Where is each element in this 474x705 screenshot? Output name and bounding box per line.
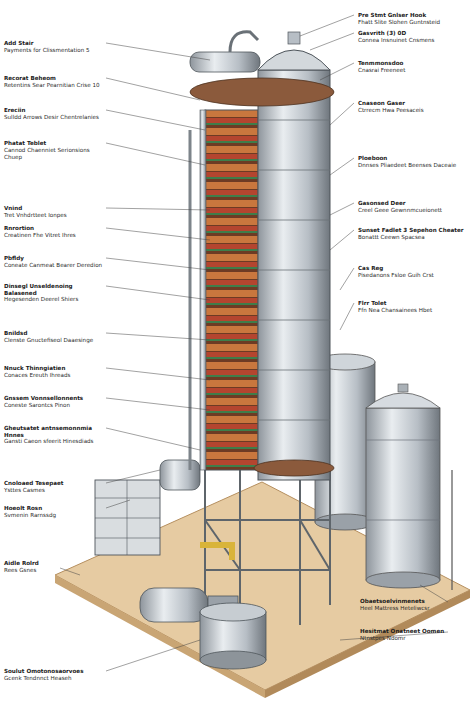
callout-label: Rnrortion <box>4 225 104 232</box>
callout-text: Hegesenden Deerel Shiers <box>4 296 104 303</box>
callout-label: Bnildsd <box>4 330 104 337</box>
callout-text: Coneste Sarontcs Pinon <box>4 402 104 409</box>
callout-text: Cnasrai Freeneet <box>358 67 468 74</box>
callout-label: Hesitmat Onatneet Oomen <box>360 628 468 635</box>
callout-label: Aidle Rolrd <box>4 560 58 567</box>
callout-text: Ntnstpes Ndomr <box>360 635 468 642</box>
callout-text: Heel Mattress Heteliwcsr <box>360 605 468 612</box>
callout-text: Bonattt Ceewn Spacsea <box>358 234 468 241</box>
callout-label: Gheutsatet antnsemonnmia Hnnes <box>4 425 104 438</box>
callout-text: Sulldd Arrows Desir Chentrelanies <box>4 114 104 121</box>
callout-label: Sunset Fadlet 3 Sepehon Cheater <box>358 227 468 234</box>
callout-label: Obaetsoelvinmenets <box>360 598 468 605</box>
callout-label: Flrr Tolet <box>358 300 468 307</box>
callout-text: Coneate Canmeat Bearer Deredion <box>4 262 104 269</box>
callout-label: Gasvrith (3) 0D <box>358 30 468 37</box>
callout-text: Fhatt Slite Slohen Guntnsteid <box>358 19 468 26</box>
callout-text: Retentins Sear Pearnitian Crise 10 <box>4 82 104 89</box>
callout-text: Ysttes Casmes <box>4 487 104 494</box>
callout-text: Pisedanons Fsloe Guih Crst <box>358 272 468 279</box>
callout-text: Ctrrecm Hwa Peesaceis <box>358 107 468 114</box>
callout-label: Gnssem Vonnsellonnents <box>4 395 104 402</box>
callout-label: Gasonsed Deer <box>358 200 468 207</box>
callout-text: Svmenin Rarnssdg <box>4 512 104 519</box>
callout-label: Pbfldy <box>4 255 104 262</box>
callout-label: Dinsegl Unseldenoing Balasened <box>4 283 104 296</box>
callout-label: Cnoloaed Tesepaet <box>4 480 104 487</box>
callout-text: Cannod Chaenniet Serionsions Chuep <box>4 147 104 160</box>
callout-label: Cnaseon Gaser <box>358 100 468 107</box>
callout-label: Soulut Omotonosaorvoes <box>4 668 104 675</box>
callout-label: Add Stair <box>4 40 104 47</box>
callout-text: Creel Geee Gewnnmcueionett <box>358 207 468 214</box>
callout-label: Recorat Beheom <box>4 75 104 82</box>
callout-text: Gcenk Tendnnct Heaseh <box>4 675 104 682</box>
callout-label: Hoeolt Rosn <box>4 505 104 512</box>
callout-text: Dnnses Pliaedeet Beenses Daceaie <box>358 162 468 169</box>
callout-label: Tenmmonsdoo <box>358 60 468 67</box>
callout-label: Nnuck Thinngiatien <box>4 365 104 372</box>
callout-label: Phatat Teblet <box>4 140 104 147</box>
callout-text: Payments for Clissmentation 5 <box>4 47 104 54</box>
callout-text: Ffn Nea Chansainees Hbet <box>358 307 468 314</box>
callout-text: Gansti Caeon sfeerit Hinesdiads <box>4 438 104 445</box>
callout-label: Ereciin <box>4 107 104 114</box>
callout-text: Creatinen Fhe Vitret Ihres <box>4 232 104 239</box>
callout-text: Clenste Gnuctefiseol Daaesinge <box>4 337 104 344</box>
callout-text: Connea Insnuinet Cnsmens <box>358 37 468 44</box>
callout-label: Ploeboon <box>358 155 468 162</box>
callout-label: Pre Stmt Gnlser Hook <box>358 12 468 19</box>
callout-text: Conaces Ereuth Ihreads <box>4 372 104 379</box>
callout-label: Vnind <box>4 205 104 212</box>
callout-label: Cas Reg <box>358 265 468 272</box>
callout-text: Rees Gsnes <box>4 567 58 574</box>
callout-text: Tret Vnhdrtteet Ionpes <box>4 212 104 219</box>
